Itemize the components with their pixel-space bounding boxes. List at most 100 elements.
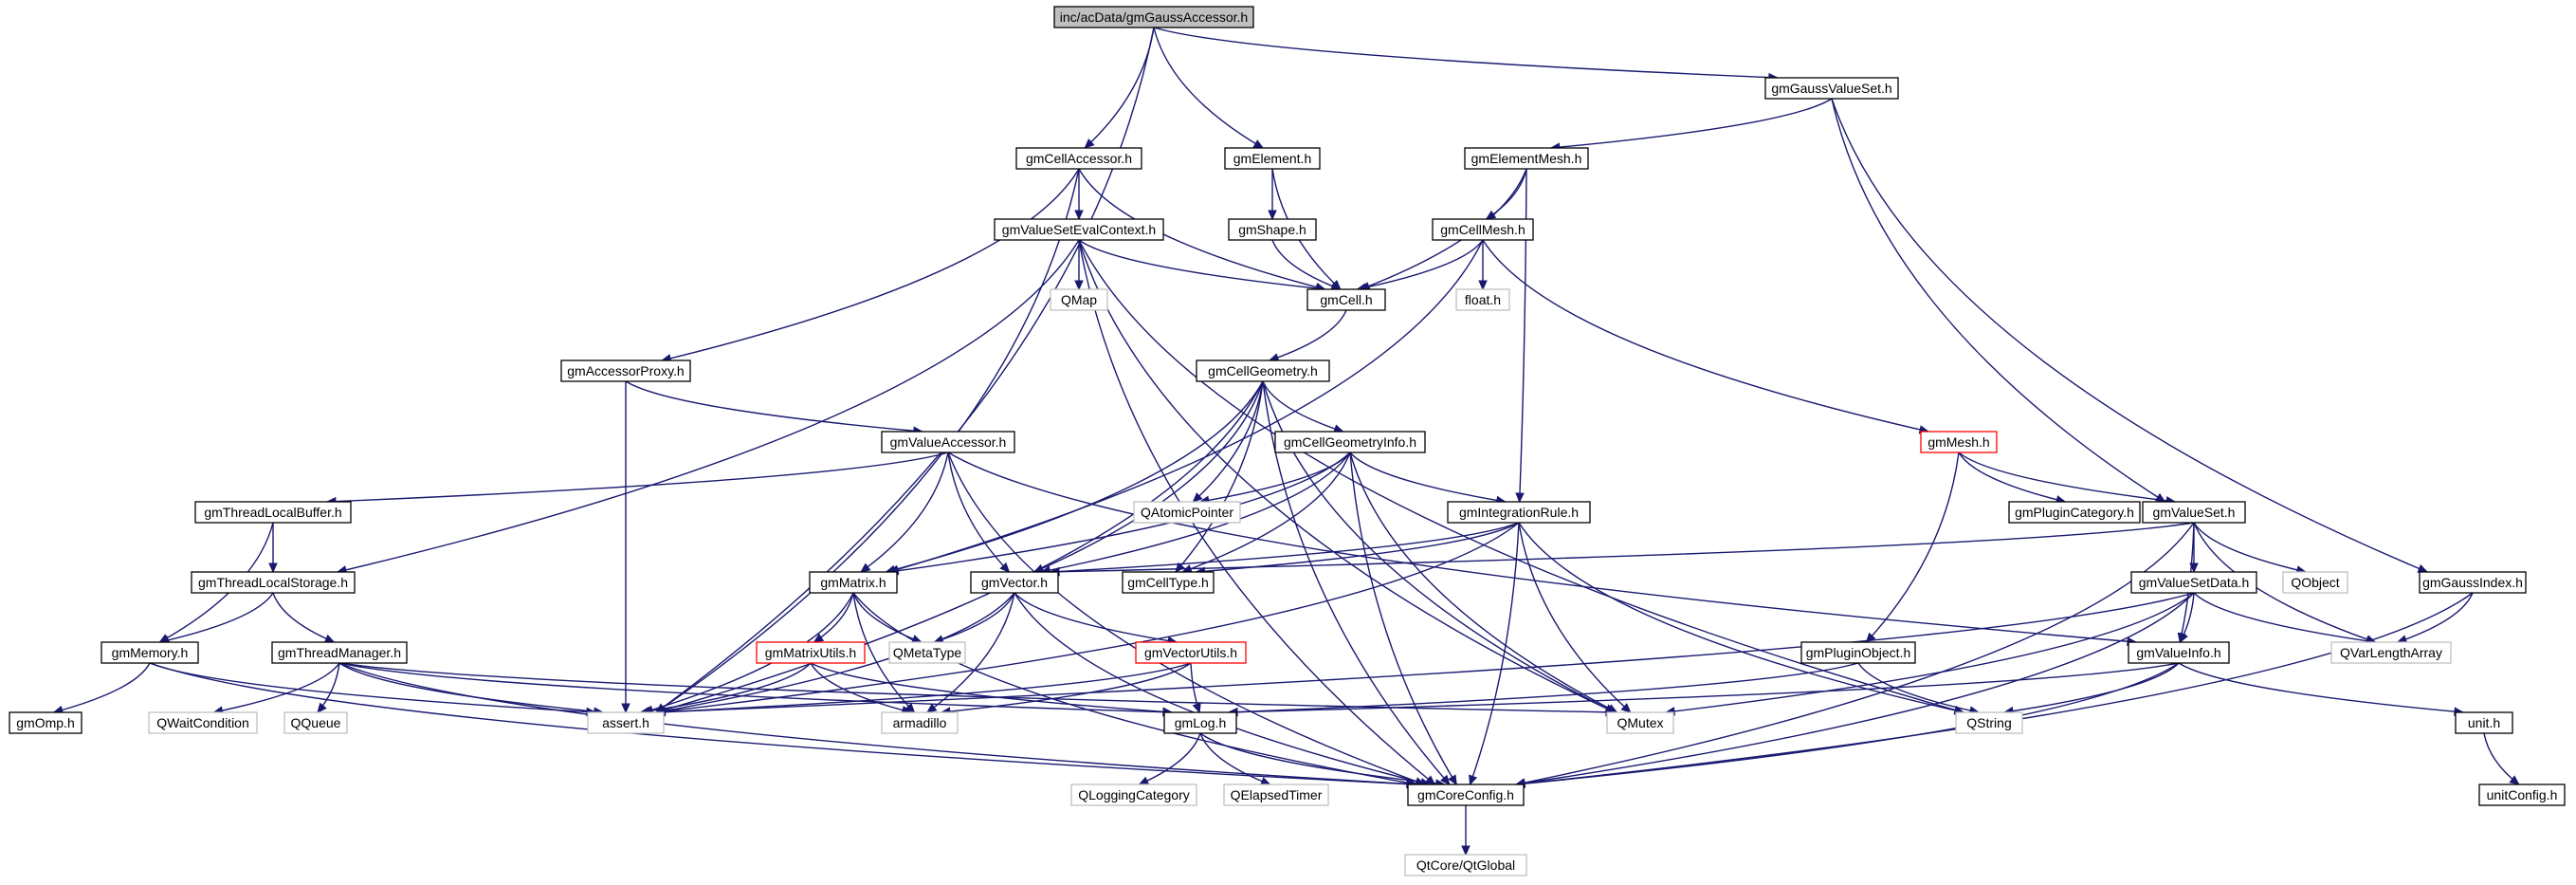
node-box xyxy=(148,711,258,734)
node-QMutex[interactable]: QMutex xyxy=(1606,711,1674,734)
node-gmCellAccessor[interactable]: gmCellAccessor.h xyxy=(1015,147,1142,170)
node-gmMemory[interactable]: gmMemory.h xyxy=(100,641,199,664)
node-unit[interactable]: unit.h xyxy=(2455,711,2513,734)
node-box xyxy=(2130,571,2257,594)
node-gmThreadLocalBuffer[interactable]: gmThreadLocalBuffer.h xyxy=(194,501,352,524)
edge-gmIntegrationRule-to-QMutex xyxy=(1518,522,1632,713)
node-QObject[interactable]: QObject xyxy=(2282,571,2348,594)
node-box xyxy=(1447,501,1591,524)
node-gmGaussValueSet[interactable]: gmGaussValueSet.h xyxy=(1764,77,1899,100)
node-unitConfig[interactable]: unitConfig.h xyxy=(2478,784,2566,806)
edge-gmVector-to-gmCoreConfig xyxy=(1014,592,1431,785)
node-label: QElapsedTimer xyxy=(1231,787,1323,802)
node-gmValueSet[interactable]: gmValueSet.h xyxy=(2142,501,2246,524)
node-box xyxy=(1404,854,1527,876)
edge-gmGaussIndex-to-gmCoreConfig xyxy=(1515,592,2474,785)
node-gmCellMesh[interactable]: gmCellMesh.h xyxy=(1432,218,1534,241)
node-label: gmShape.h xyxy=(1238,222,1306,237)
edge-gmCellGeometryInfo-to-QMutex xyxy=(1349,452,1617,713)
edge-gmValueSetEvalContext-to-QMutex xyxy=(1078,239,1616,713)
node-gmThreadManager[interactable]: gmThreadManager.h xyxy=(271,641,408,664)
arrowhead-gmGaussValueSet-to-gmGaussIndex xyxy=(2417,563,2429,573)
arrowhead-gmAccessorProxy-to-assert xyxy=(621,703,630,714)
node-box xyxy=(881,711,959,734)
node-label: gmGaussValueSet.h xyxy=(1771,81,1891,96)
node-label: gmCellType.h xyxy=(1127,575,1209,590)
edge-gmCellGeometry-to-assert xyxy=(655,380,1264,713)
node-label: gmValueSetData.h xyxy=(2139,575,2249,590)
node-QMetaType[interactable]: QMetaType xyxy=(888,641,966,664)
node-gmMatrixUtils[interactable]: gmMatrixUtils.h xyxy=(756,641,866,664)
node-gmValueSetData[interactable]: gmValueSetData.h xyxy=(2130,571,2257,594)
node-gmPluginObject[interactable]: gmPluginObject.h xyxy=(1800,641,1916,664)
edge-gmValueSetData-to-gmCoreConfig xyxy=(1515,592,2195,785)
node-box xyxy=(2008,501,2141,524)
node-gmCell[interactable]: gmCell.h xyxy=(1306,288,1386,311)
node-gmThreadLocalStorage[interactable]: gmThreadLocalStorage.h xyxy=(191,571,356,594)
node-label: QString xyxy=(1966,715,2011,730)
arrowhead-gmValueSetData-to-gmValueInfo xyxy=(2179,632,2188,644)
node-gmPluginCategory[interactable]: gmPluginCategory.h xyxy=(2008,501,2141,524)
edge-gmValueSetEvalContext-to-gmCoreConfig xyxy=(1078,239,1435,785)
edge-gmGaussAccessor-to-gmGaussValueSet xyxy=(1153,27,1778,79)
node-box xyxy=(1606,711,1674,734)
arrowhead-gmThreadLocalBuffer-to-gmThreadLocalStorage xyxy=(268,562,278,574)
node-QAtomicPointer[interactable]: QAtomicPointer xyxy=(1133,501,1241,524)
node-gmMesh[interactable]: gmMesh.h xyxy=(1920,431,1998,453)
node-gmCellGeometry[interactable]: gmCellGeometry.h xyxy=(1196,360,1330,382)
node-gmMatrix[interactable]: gmMatrix.h xyxy=(809,571,898,594)
edge-gmVectorUtils-to-assert xyxy=(655,662,1192,713)
node-box xyxy=(1455,288,1510,311)
node-label: gmThreadManager.h xyxy=(278,645,401,660)
edge-gmCellAccessor-to-gmAccessorProxy xyxy=(662,168,1080,361)
node-gmVectorUtils[interactable]: gmVectorUtils.h xyxy=(1135,641,1247,664)
node-gmVector[interactable]: gmVector.h xyxy=(970,571,1059,594)
edge-gmIntegrationRule-to-gmVector xyxy=(1050,522,1520,573)
node-QElapsedTimer[interactable]: QElapsedTimer xyxy=(1223,784,1329,806)
node-QString[interactable]: QString xyxy=(1955,711,2023,734)
node-float[interactable]: float.h xyxy=(1455,288,1510,311)
edge-gmMatrixUtils-to-assert xyxy=(640,662,812,713)
node-gmCellGeometryInfo[interactable]: gmCellGeometryInfo.h xyxy=(1274,431,1426,453)
arrowhead-gmIntegrationRule-to-gmCoreConfig xyxy=(1469,774,1478,786)
node-gmShape[interactable]: gmShape.h xyxy=(1228,218,1317,241)
node-QLoggingCategory[interactable]: QLoggingCategory xyxy=(1070,784,1197,806)
node-gmElementMesh[interactable]: gmElementMesh.h xyxy=(1464,147,1589,170)
node-gmValueSetEvalContext[interactable]: gmValueSetEvalContext.h xyxy=(994,218,1164,241)
node-gmCoreConfig[interactable]: gmCoreConfig.h xyxy=(1407,784,1525,806)
node-gmGaussAccessor[interactable]: inc/acData/gmGaussAccessor.h xyxy=(1053,6,1254,28)
edge-gmThreadManager-to-gmLog xyxy=(338,662,1173,713)
node-gmValueAccessor[interactable]: gmValueAccessor.h xyxy=(881,431,1015,453)
edge-gmCellGeometryInfo-to-gmVector xyxy=(1041,452,1351,573)
node-gmGaussIndex[interactable]: gmGaussIndex.h xyxy=(2419,571,2527,594)
node-armadillo[interactable]: armadillo xyxy=(881,711,959,734)
node-assert[interactable]: assert.h xyxy=(587,711,665,734)
node-gmAccessorProxy[interactable]: gmAccessorProxy.h xyxy=(560,360,691,382)
node-box xyxy=(2282,571,2348,594)
arrowhead-gmCellGeometry-to-gmCellType xyxy=(1175,562,1185,573)
node-QWaitCondition[interactable]: QWaitCondition xyxy=(148,711,258,734)
node-label: QMap xyxy=(1061,292,1097,307)
node-gmValueInfo[interactable]: gmValueInfo.h xyxy=(2128,641,2230,664)
edge-gmCellGeometry-to-gmCellType xyxy=(1175,380,1264,573)
node-gmIntegrationRule[interactable]: gmIntegrationRule.h xyxy=(1447,501,1591,524)
node-gmElement[interactable]: gmElement.h xyxy=(1224,147,1321,170)
edge-gmValueAccessor-to-gmValueInfo xyxy=(947,452,2137,643)
edge-gmCell-to-gmCellGeometry xyxy=(1269,309,1347,361)
node-gmOmp[interactable]: gmOmp.h xyxy=(9,711,82,734)
node-gmCellType[interactable]: gmCellType.h xyxy=(1122,571,1215,594)
node-box xyxy=(1053,6,1254,28)
edge-gmCellMesh-to-gmCell xyxy=(1357,239,1484,290)
node-box xyxy=(1196,360,1330,382)
edge-gmIntegrationRule-to-assert xyxy=(655,522,1520,713)
node-gmLog[interactable]: gmLog.h xyxy=(1163,711,1237,734)
node-QMap[interactable]: QMap xyxy=(1050,288,1108,311)
node-QtGlobal[interactable]: QtCore/QtGlobal xyxy=(1404,854,1527,876)
node-label: gmValueSet.h xyxy=(2153,505,2236,520)
node-QQueue[interactable]: QQueue xyxy=(283,711,348,734)
node-label: gmElementMesh.h xyxy=(1471,151,1582,166)
edge-gmIntegrationRule-to-QString xyxy=(1518,522,1964,713)
node-QVarLengthArray[interactable]: QVarLengthArray xyxy=(2330,641,2452,664)
node-label: gmValueSetEvalContext.h xyxy=(1002,222,1156,237)
